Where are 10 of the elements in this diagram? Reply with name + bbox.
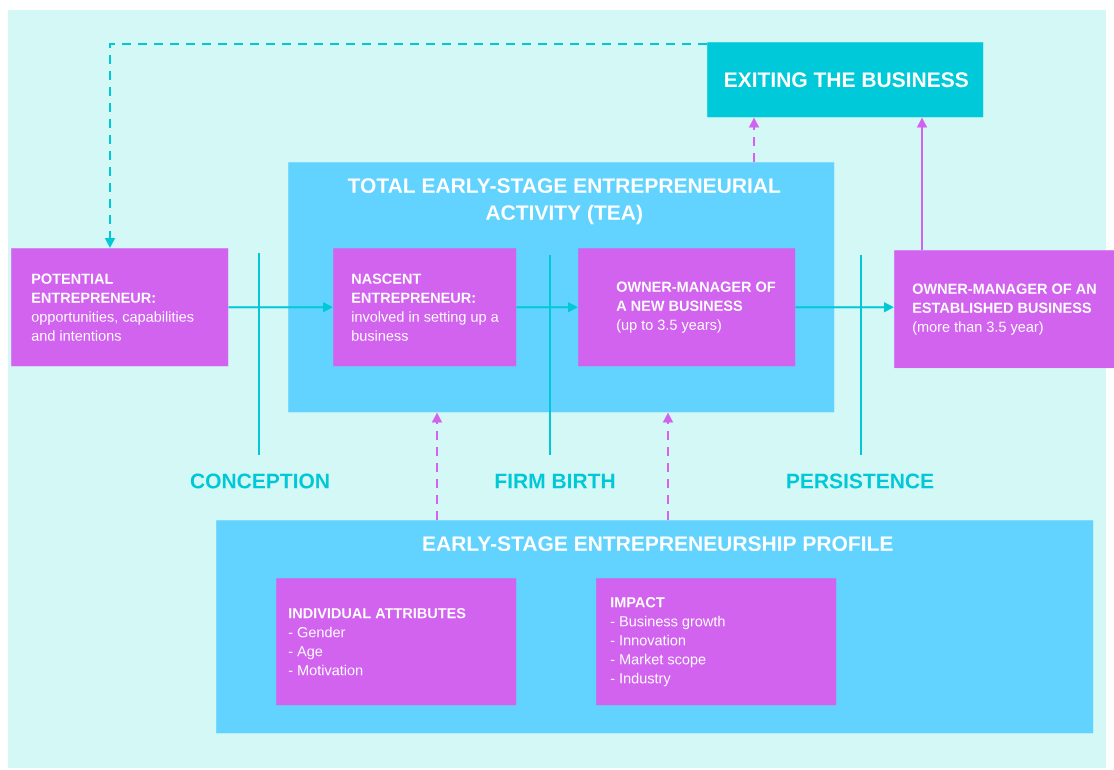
stage-label: PERSISTENCE bbox=[787, 473, 934, 489]
stage-box: POTENTIAL ENTREPRENEUR: opportunities, capabilities and intentions bbox=[11, 248, 229, 367]
stage-label: FIRM BIRTH bbox=[495, 473, 615, 489]
stage-box: OWNER-MANAGER OF AN ESTABLISHED BUSINESS (more than 3.5 year) bbox=[894, 250, 1114, 369]
stage-box: OWNER-MANAGER OF A NEW BUSINESS (up to 3.5 years) bbox=[578, 248, 796, 367]
stage-box: INDIVIDUAL ATTRIBUTES - Gender - Age - Motivation bbox=[276, 578, 517, 706]
stage-label: CONCEPTION bbox=[190, 473, 329, 489]
stage-box: NASCENT ENTREPRENEUR: involved in setting up a business bbox=[333, 248, 517, 367]
exit-box: EXITING THE BUSINESS bbox=[707, 42, 984, 118]
stage-box: IMPACT - Business growth - Innovation - Market scope - Industry bbox=[596, 578, 837, 706]
